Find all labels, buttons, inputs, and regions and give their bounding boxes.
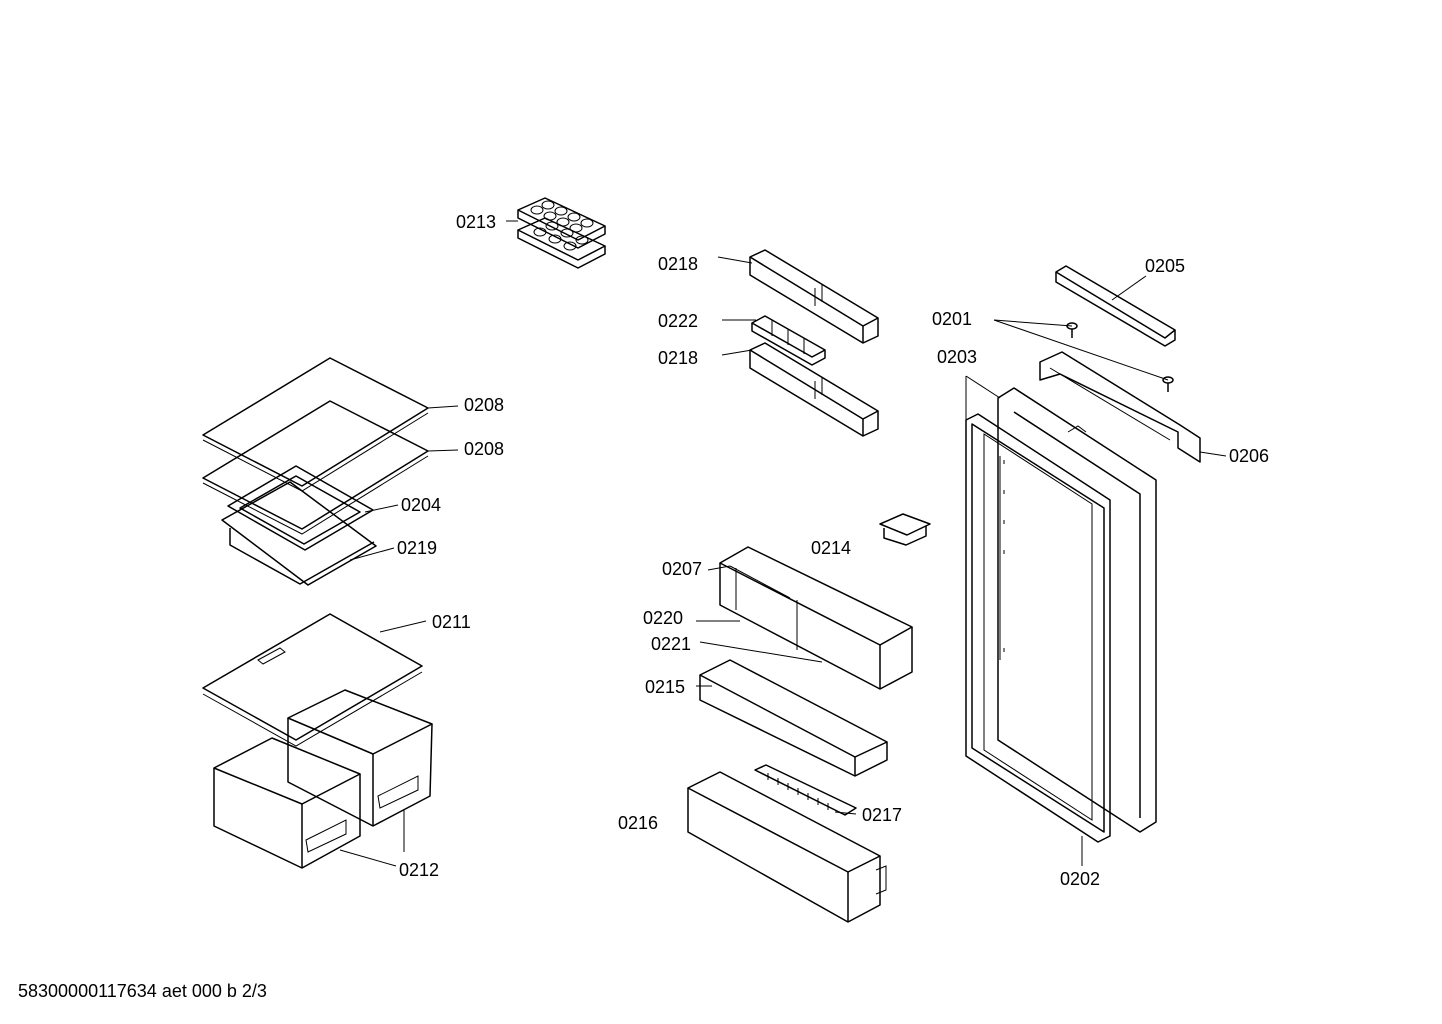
part-label-0219: 0219 — [397, 538, 438, 558]
part-label-0206: 0206 — [1229, 446, 1270, 466]
part-label-0215: 0215 — [645, 677, 686, 697]
leader-lines — [339, 220, 1227, 867]
covered-door-shelf-part — [719, 546, 913, 690]
vegetable-drawer-left-part — [213, 737, 361, 869]
part-label-0218-lower: 0218 — [658, 348, 699, 368]
part-label-0208-upper: 0208 — [464, 395, 505, 415]
part-label-0212: 0212 — [399, 860, 440, 880]
part-label-0213: 0213 — [456, 212, 497, 232]
part-label-0214: 0214 — [811, 538, 852, 558]
door-liner-part — [997, 387, 1157, 833]
vegetable-drawer-right-part — [287, 689, 433, 827]
bottle-holder-part — [754, 764, 857, 816]
glass-shelf-lower-part — [202, 400, 429, 535]
part-label-0205: 0205 — [1145, 256, 1186, 276]
door-shelf-0215-part — [699, 659, 888, 777]
part-label-0221: 0221 — [651, 634, 692, 654]
glass-shelf-drawer-cover-part — [202, 613, 423, 747]
egg-tray-part — [517, 197, 606, 269]
part-label-0211: 0211 — [432, 612, 471, 632]
part-label-0204: 0204 — [401, 495, 442, 515]
bottle-shelf-part — [687, 771, 887, 923]
door-shelf-upper-part — [749, 249, 879, 344]
part-label-0222: 0222 — [658, 311, 699, 331]
part-label-0207: 0207 — [662, 559, 703, 579]
door-shelf-lower-part — [749, 342, 879, 437]
document-reference-footer: 58300000117634 aet 000 b 2/3 — [18, 981, 267, 1001]
part-label-0203: 0203 — [937, 347, 978, 367]
part-label-0220: 0220 — [643, 608, 684, 628]
part-label-0201: 0201 — [932, 309, 973, 329]
part-label-0208-lower: 0208 — [464, 439, 505, 459]
part-label-0217: 0217 — [862, 805, 903, 825]
door-gasket-part — [965, 413, 1111, 843]
part-label-0202: 0202 — [1060, 869, 1101, 889]
shelf-divider-part — [751, 315, 826, 366]
part-label-0218-upper: 0218 — [658, 254, 699, 274]
small-cup-part — [879, 513, 931, 546]
cover-strip-part — [1055, 265, 1176, 347]
hinge-bracket-part — [1039, 351, 1201, 463]
part-label-0216: 0216 — [618, 813, 659, 833]
